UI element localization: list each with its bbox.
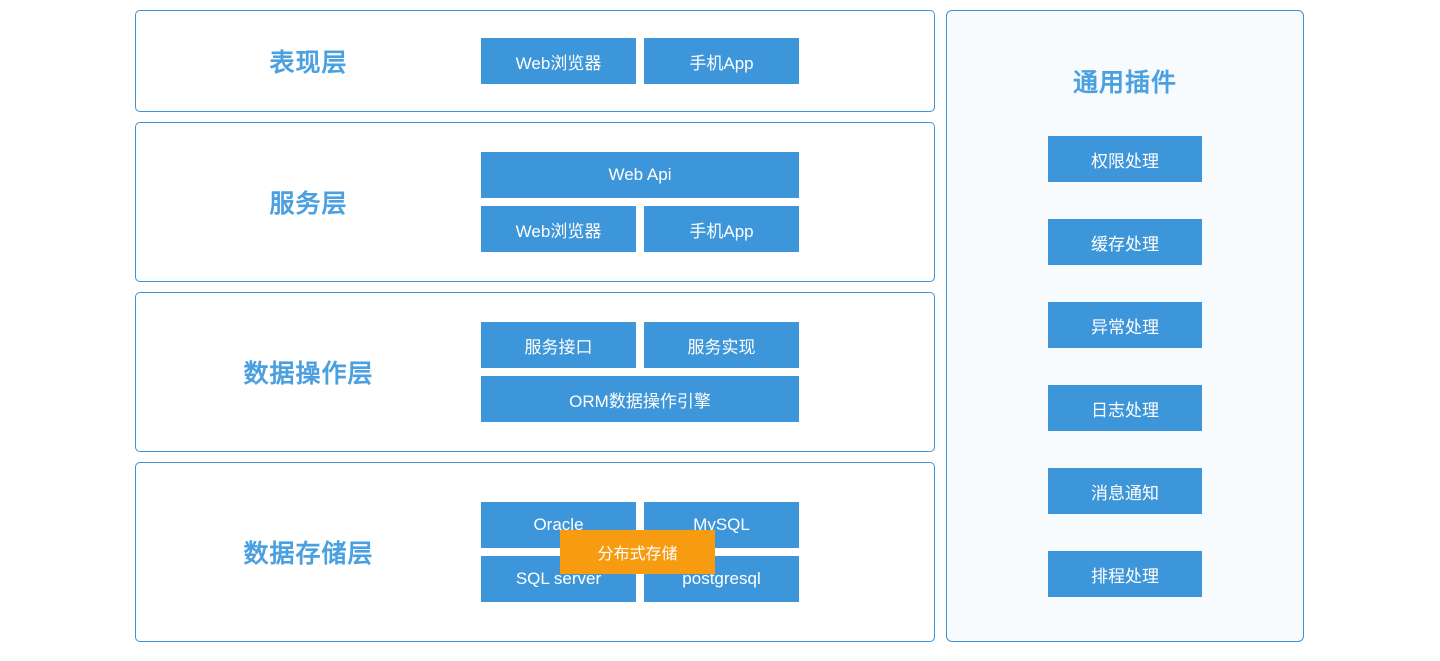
plugin-panel: 通用插件 权限处理缓存处理异常处理日志处理消息通知排程处理	[946, 10, 1304, 642]
plugin-box[interactable]: 排程处理	[1048, 551, 1202, 597]
component-box[interactable]: Web浏览器	[481, 38, 636, 84]
plugin-box[interactable]: 日志处理	[1048, 385, 1202, 431]
plugin-box[interactable]: 缓存处理	[1048, 219, 1202, 265]
layer-title: 表现层	[269, 49, 348, 77]
layer-box-row: ORM数据操作引擎	[481, 376, 799, 422]
plugin-box[interactable]: 异常处理	[1048, 302, 1202, 348]
plugin-panel-title: 通用插件	[1072, 69, 1177, 97]
component-box[interactable]: 服务实现	[644, 322, 799, 368]
plugin-box[interactable]: 消息通知	[1048, 468, 1202, 514]
layer-box-row: Web浏览器手机App	[481, 206, 799, 252]
layer-title: 数据操作层	[243, 360, 374, 388]
layer-box-group: Web浏览器手机App	[481, 38, 799, 84]
layer-title: 数据存储层	[243, 540, 374, 568]
component-box[interactable]: Web浏览器	[481, 206, 636, 252]
layer-panel: 数据操作层 服务接口服务实现 ORM数据操作引擎	[135, 292, 935, 452]
component-box[interactable]: ORM数据操作引擎	[481, 376, 799, 422]
plugin-box[interactable]: 权限处理	[1048, 136, 1202, 182]
plugin-list: 权限处理缓存处理异常处理日志处理消息通知排程处理	[947, 136, 1303, 597]
component-box[interactable]: 手机App	[644, 206, 799, 252]
layer-panel: 表现层 Web浏览器手机App	[135, 10, 935, 112]
layer-box-group: 服务接口服务实现 ORM数据操作引擎	[481, 322, 799, 422]
layer-box-row: Web Api	[481, 152, 799, 198]
distributed-storage-box[interactable]: 分布式存储	[560, 530, 715, 574]
component-box[interactable]: 服务接口	[481, 322, 636, 368]
layer-box-row: Web浏览器手机App	[481, 38, 799, 84]
component-box[interactable]: SQL server	[481, 556, 636, 602]
component-box[interactable]: Web Api	[481, 152, 799, 198]
component-box[interactable]: Oracle	[481, 502, 636, 548]
layer-title: 服务层	[269, 190, 348, 218]
layer-box-row: 服务接口服务实现	[481, 322, 799, 368]
component-box[interactable]: 手机App	[644, 38, 799, 84]
